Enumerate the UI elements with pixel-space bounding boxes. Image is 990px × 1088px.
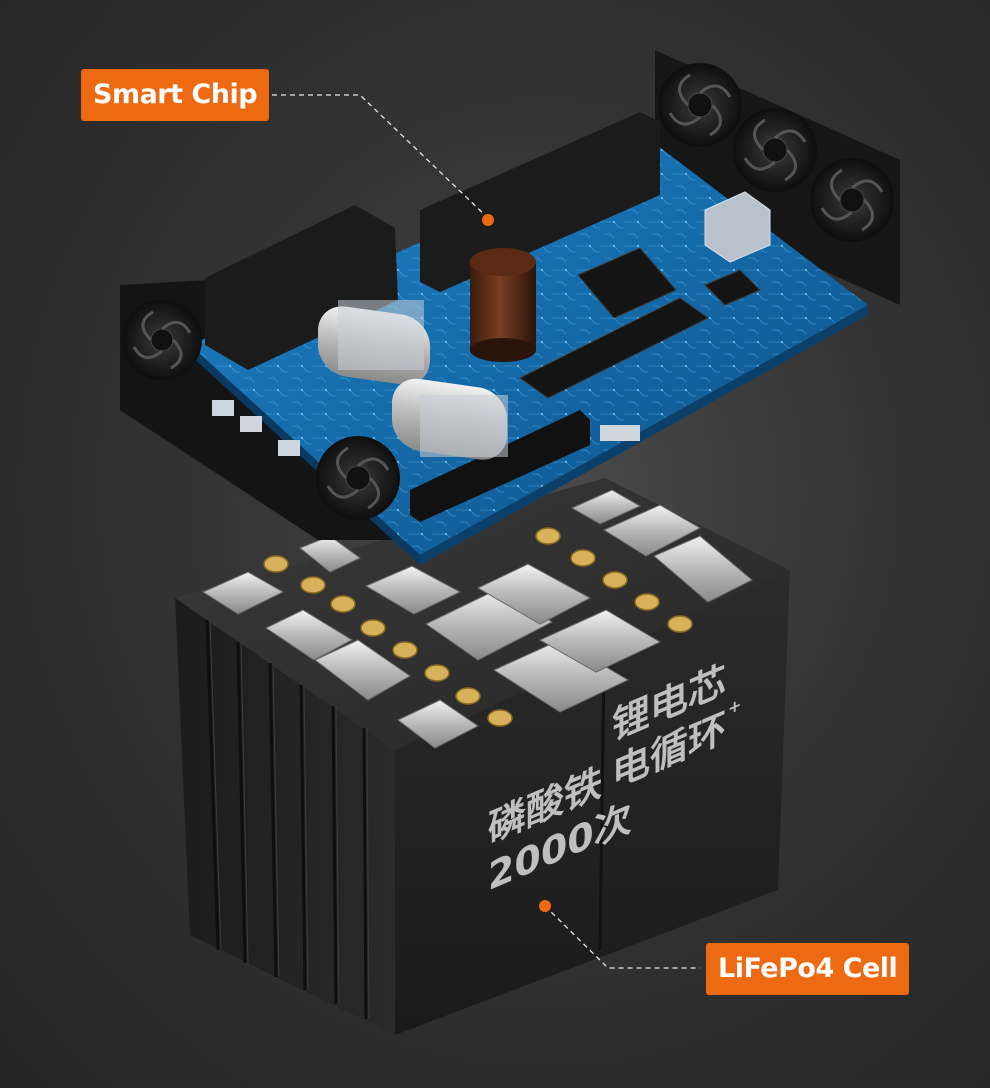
smart-chip-board — [120, 50, 900, 565]
cell-leader-line — [544, 905, 700, 969]
cell-marker-dot — [539, 900, 551, 912]
battery-terminals — [263, 527, 693, 727]
transformer-1 — [318, 300, 430, 385]
usb-port — [704, 191, 771, 263]
chip-leader-line — [272, 94, 489, 219]
chip-marker-dot — [482, 214, 494, 226]
transformer-2 — [392, 378, 508, 460]
cooling-fans — [658, 63, 894, 242]
battery-print-plus: + — [728, 694, 741, 719]
lifepo4-cell-label: LiFePo4 Cell — [706, 943, 910, 995]
smart-chip-label: Smart Chip — [81, 69, 270, 121]
ic-chips — [519, 247, 761, 399]
lifepo4-battery-pack: 磷酸铁 2000次 锂电芯 电循环 + — [175, 478, 790, 1035]
bus-bars — [201, 489, 753, 749]
capacitor — [470, 248, 536, 362]
